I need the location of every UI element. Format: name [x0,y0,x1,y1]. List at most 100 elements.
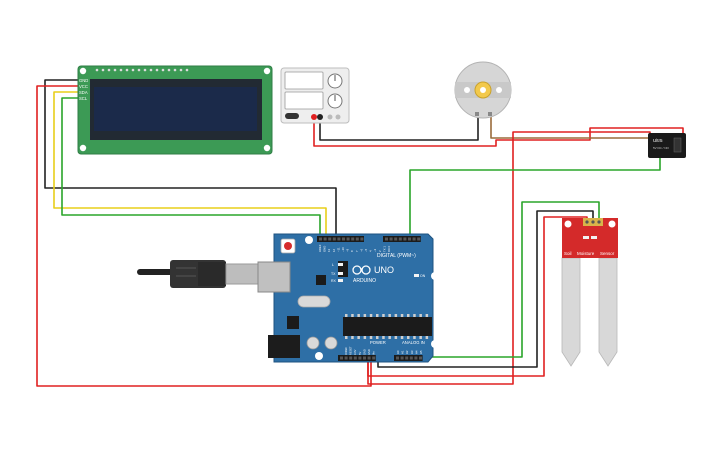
arduino-crystal [297,295,331,308]
wire-lcd-gnd[interactable] [44,79,337,238]
arduino-digital-header[interactable] [317,236,421,242]
digital-header-high-pin[interactable] [398,237,402,241]
lcd-header-hole [107,68,111,72]
power-header-pin[interactable] [349,356,353,360]
pin-label: Vin [372,351,376,355]
digital-header-high-pin[interactable] [394,237,398,241]
digital-header-low-pin[interactable] [328,237,332,241]
power-supply[interactable] [280,67,350,124]
lcd-header-hole [185,68,189,72]
chip-pin [425,336,429,339]
analog-header-body [394,355,423,361]
digital-header-high-pin[interactable] [385,237,388,241]
power-header-pin[interactable] [363,356,366,360]
digital-header-low-pin[interactable] [342,237,345,241]
analog-header-pin[interactable] [396,356,399,360]
power-header-pin[interactable] [340,356,343,360]
psu-terminal-extra[interactable] [335,114,341,120]
wire-psu-black[interactable] [319,111,479,141]
analog-header-pin[interactable] [405,356,409,360]
lcd-header-hole [113,68,117,72]
digital-header-low-pin[interactable] [351,237,355,241]
power-header-pin[interactable] [353,356,357,360]
lcd-pin-sda: SDA [79,90,88,95]
psu-terminal-black[interactable] [317,114,323,120]
lcd-header-hole [119,68,123,72]
wire-lcd-scl[interactable] [61,97,321,238]
arduino-icsp [338,261,348,277]
analog-header-pin[interactable] [409,356,413,360]
arduino-power-header[interactable] [338,355,376,361]
lcd-header-hole [101,68,105,72]
chip-pin [382,314,385,317]
power-header-pin[interactable] [358,356,362,360]
wire-motor-brown[interactable] [490,111,651,142]
digital-header-low-pin[interactable] [346,237,350,241]
pin-label: 8 [350,250,354,252]
digital-header-high-pin[interactable] [389,237,393,241]
pin-label: RX 0 [387,245,391,252]
lcd-pin-gnd: GND [79,78,88,83]
pin-label: ~11 [336,247,340,252]
digital-header-low-pin[interactable] [319,237,322,241]
chip-pin [394,314,398,317]
lcd-header-hole [149,68,153,72]
psu-terminal-gnd[interactable] [327,114,333,120]
chip-pin [400,336,404,339]
chip-pin [357,336,360,339]
digital-header-high-pin[interactable] [403,237,407,241]
lcd-module[interactable]: GND VCC SDA SCL [77,65,273,155]
lcd-pin-labels: GND VCC SDA SCL [79,78,88,101]
chip-pin [407,336,410,339]
digital-header-low-pin[interactable] [337,237,341,241]
wire-sensor-black[interactable] [377,210,594,368]
lcd-screen [94,87,257,131]
dc-motor[interactable] [454,61,512,119]
psu-terminal-red[interactable] [311,114,317,120]
soil-moisture-sensor[interactable]: Soil Moisture Sensor [561,218,618,367]
digital-header-high-pin[interactable] [417,237,421,241]
chip-pin [369,314,373,317]
psu-display-top [284,71,324,90]
power-header-pin[interactable] [372,356,376,360]
arduino-tx-label: TX [331,272,336,276]
digital-header-high-pin[interactable] [408,237,411,241]
arduino-chip-pins [345,314,429,339]
pin-label: ~6 [359,248,363,252]
relay[interactable]: Ultr5 5V DC / NO [648,133,686,158]
lcd-header-hole [131,68,135,72]
lcd-pin-vcc: VCC [79,84,88,89]
wire-lcd-sda[interactable] [53,91,327,238]
analog-header-pin[interactable] [419,356,422,360]
lcd-pin-scl: SCL [79,96,88,101]
arduino-on-label: ON [420,274,426,278]
analog-header-pin[interactable] [414,356,418,360]
digital-header-high-pin[interactable] [412,237,416,241]
psu-power-switch[interactable] [285,113,299,119]
pin-label: A4 [414,350,418,354]
arduino-analog-header[interactable] [394,355,423,361]
wire-sensor-red[interactable] [367,216,588,377]
chip-pin [363,336,367,339]
chip-pin [407,314,410,317]
digital-header-low-pin[interactable] [323,237,327,241]
digital-header-low-pin[interactable] [360,237,364,241]
chip-pin [376,336,379,339]
wire-relay-signal[interactable] [409,152,661,238]
wire-psu-red[interactable] [313,118,684,147]
lcd-header-hole [161,68,165,72]
usb-cable[interactable] [137,260,261,288]
arduino-power-label: POWER [370,340,386,345]
analog-header-pin[interactable] [400,356,404,360]
digital-header-low-pin[interactable] [332,237,336,241]
pin-label: A3 [410,350,414,354]
pin-label: A0 [396,350,400,354]
power-header-pin[interactable] [367,356,371,360]
digital-header-low-pin[interactable] [355,237,359,241]
chip-pin [382,336,385,339]
power-header-pin[interactable] [344,356,348,360]
